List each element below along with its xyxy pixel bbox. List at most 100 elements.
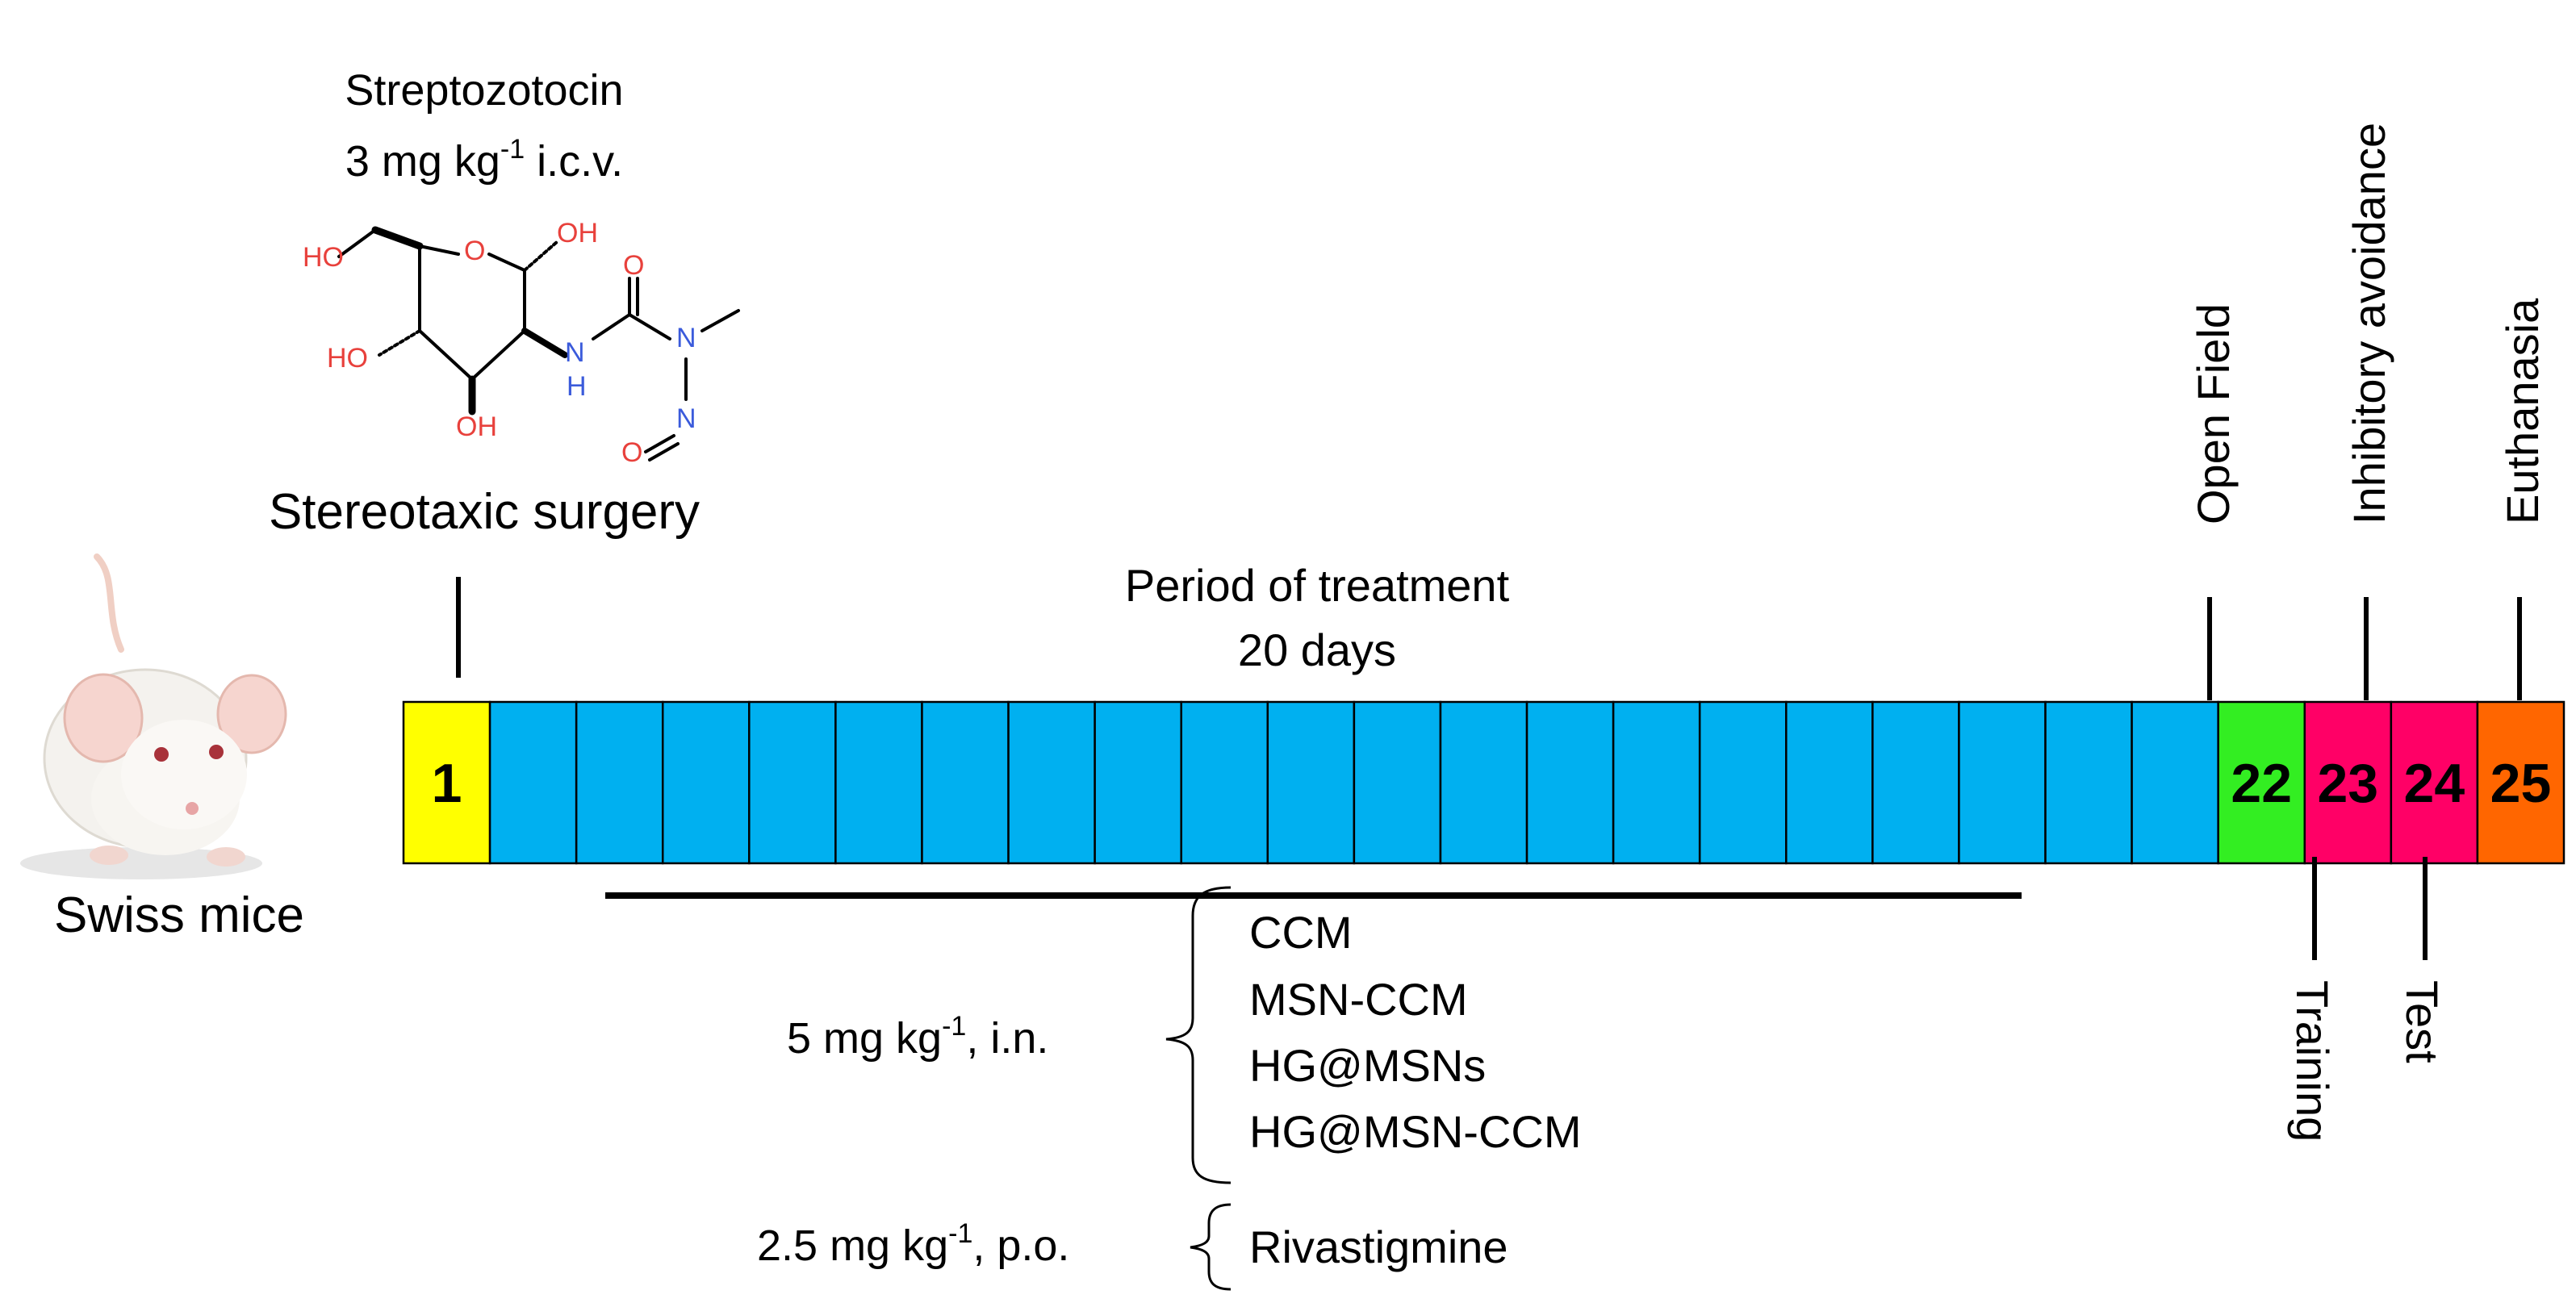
event-inhibitory-avoidance: Inhibitory avoidance — [2344, 123, 2394, 524]
day-cell-box — [1353, 700, 1442, 865]
day-number: 23 — [2317, 753, 2378, 814]
bond — [487, 253, 526, 272]
atom-oh-bottom: OH — [456, 411, 497, 442]
bond — [470, 329, 526, 381]
day-cell — [748, 700, 837, 865]
day-timeline: 1 22 23 24 25 — [402, 700, 2566, 865]
oral-dose-main: 2.5 mg kg — [757, 1222, 948, 1270]
atom-o-nitroso: O — [621, 437, 642, 468]
treatment-title: Period of treatment — [1125, 560, 1510, 611]
drug-dose-exponent: -1 — [500, 134, 525, 165]
day-cell-box — [2476, 700, 2566, 865]
atom-ring-o: O — [464, 236, 485, 266]
event-euthanasia: Euthanasia — [2497, 298, 2548, 524]
oral-dose-route: , p.o. — [972, 1222, 1069, 1270]
drug-dose: 3 mg kg-1 i.c.v. — [345, 134, 623, 186]
day-cell — [1785, 700, 1874, 865]
day-cell — [661, 700, 751, 865]
day-number: 1 — [432, 753, 462, 814]
day-cell — [1266, 700, 1356, 865]
day-cell-box — [1785, 700, 1874, 865]
day-number: 24 — [2404, 753, 2465, 814]
group-item: Rivastigmine — [1249, 1222, 1508, 1272]
atom-oh-top: OH — [557, 218, 598, 248]
atom-ho-top: HO — [303, 242, 344, 273]
event-training: Training — [2287, 980, 2338, 1142]
day-cell-box — [1094, 700, 1182, 865]
day-number: 25 — [2490, 753, 2552, 814]
day-cell-23: 23 — [2303, 700, 2393, 865]
atom-n-nitroso: N — [676, 403, 696, 434]
animal-label: Swiss mice — [54, 887, 304, 943]
day-cell-box — [1525, 700, 1615, 865]
bond — [644, 434, 675, 453]
oral-brace — [1190, 1203, 1232, 1291]
day-cell-box — [1612, 700, 1701, 865]
bond — [337, 228, 377, 258]
day-cell-22: 22 — [2217, 700, 2306, 865]
day-cell-box — [2044, 700, 2133, 865]
day-cell — [1180, 700, 1269, 865]
day-cell — [1094, 700, 1182, 865]
procedure-label: Stereotaxic surgery — [269, 484, 700, 540]
hash-bond — [523, 240, 558, 272]
day-cell-box — [921, 700, 1010, 865]
group-item: HG@MSNs — [1249, 1040, 1486, 1091]
day-cell-box — [2131, 700, 2219, 865]
day-cell-box — [402, 700, 491, 865]
day-cell — [834, 700, 923, 865]
drug-name: Streptozotocin — [345, 66, 623, 115]
oral-dose: 2.5 mg kg-1, p.o. — [757, 1218, 1069, 1270]
bond — [628, 313, 671, 340]
day-cell-box — [1698, 700, 1788, 865]
mouse-illustration — [20, 553, 287, 879]
atom-ho-left: HO — [327, 343, 368, 374]
day-cell-box — [1439, 700, 1528, 865]
bond — [648, 442, 680, 461]
drug-dose-main: 3 mg kg — [345, 137, 500, 186]
bond — [418, 244, 460, 256]
intranasal-dose-route: , i.n. — [966, 1014, 1048, 1063]
group-item: MSN-CCM — [1249, 974, 1468, 1025]
day-cell-25: 25 — [2476, 700, 2566, 865]
group-item: HG@MSN-CCM — [1249, 1106, 1581, 1157]
day-cell — [1525, 700, 1615, 865]
day-cell — [1871, 700, 1960, 865]
day-cell-box — [1958, 700, 2047, 865]
day-cell — [575, 700, 664, 865]
bond — [418, 329, 474, 381]
event-test: Test — [2397, 980, 2448, 1063]
day-cell — [1612, 700, 1701, 865]
atom-nh-h: H — [567, 371, 587, 402]
day-cell-box — [834, 700, 923, 865]
day-cell-box — [1871, 700, 1960, 865]
day-cell-box — [1007, 700, 1096, 865]
atom-n-methyl: N — [676, 323, 696, 353]
day-number: 22 — [2231, 753, 2292, 814]
day-cell-24: 24 — [2390, 700, 2479, 865]
day-cell — [488, 700, 578, 865]
streptozotocin-structure — [337, 226, 740, 461]
atom-carbonyl-o: O — [623, 250, 644, 281]
day-cell-box — [575, 700, 664, 865]
intranasal-dose-exponent: -1 — [942, 1011, 966, 1042]
day-cell-box — [2390, 700, 2479, 865]
day-cell — [921, 700, 1010, 865]
treatment-duration: 20 days — [1238, 624, 1396, 675]
day-cell — [1439, 700, 1528, 865]
day-cell — [1353, 700, 1442, 865]
group-item: CCM — [1249, 907, 1353, 958]
day-cell-box — [2303, 700, 2393, 865]
intranasal-brace — [1165, 886, 1232, 1184]
day-cell — [1007, 700, 1096, 865]
day-cell-box — [661, 700, 751, 865]
hash-bond — [378, 329, 421, 357]
drug-dose-route: i.c.v. — [525, 137, 623, 186]
atom-nh-n: N — [565, 337, 585, 368]
wedge-bond — [521, 328, 568, 358]
event-open-field: Open Field — [2188, 303, 2239, 524]
day-cell — [1698, 700, 1788, 865]
day-cell-box — [748, 700, 837, 865]
day-cell — [1958, 700, 2047, 865]
